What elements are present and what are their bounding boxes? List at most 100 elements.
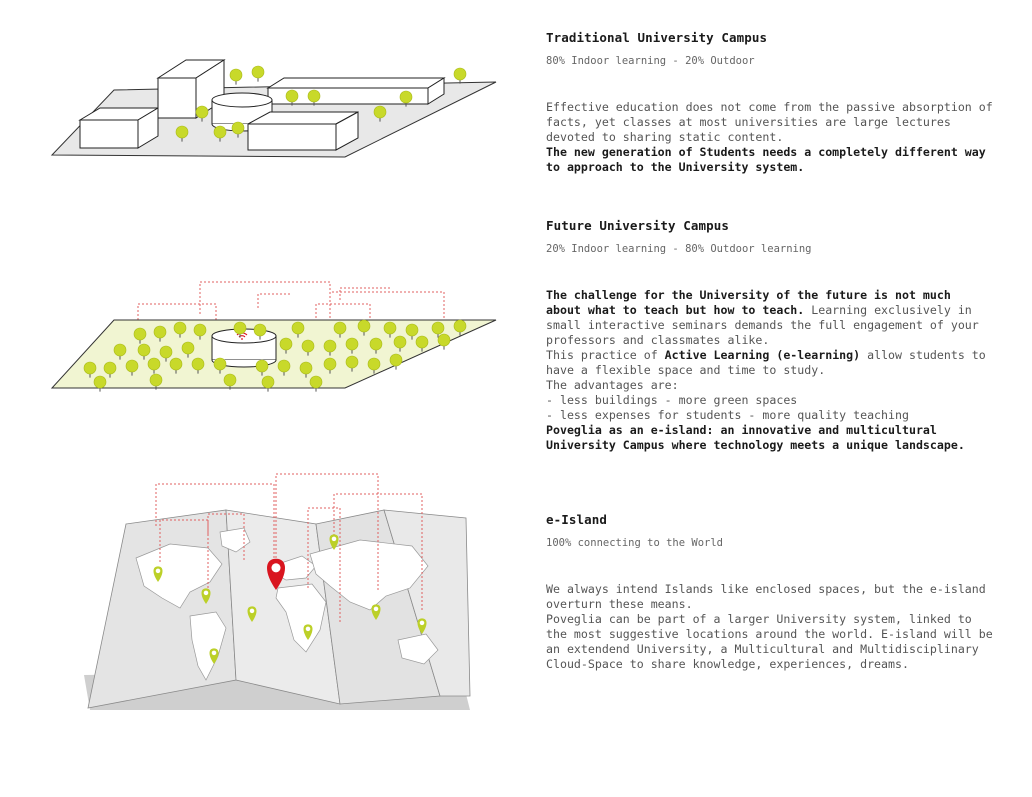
body-line: The advantages are:	[546, 378, 679, 392]
body-rest: Learning exclusively in	[804, 303, 972, 317]
tree-icon	[415, 335, 429, 352]
tree-icon	[291, 321, 305, 338]
tree-icon	[213, 125, 227, 142]
body-line-bold: The new generation of Students needs a c…	[546, 145, 986, 159]
map-pin-icon	[267, 558, 285, 590]
tree-group	[83, 319, 467, 392]
body-line: an extendend University, a Multicultural…	[546, 642, 979, 656]
body-rest: allow students to	[860, 348, 986, 362]
tree-icon	[181, 341, 195, 358]
tree-icon	[345, 355, 359, 372]
body-line: Poveglia can be part of a larger Univers…	[546, 612, 972, 626]
tree-icon	[357, 319, 371, 336]
pin-group	[153, 534, 427, 664]
tree-icon	[137, 343, 151, 360]
tree-icon	[399, 90, 413, 107]
map-pin-icon	[247, 606, 257, 622]
tree-icon	[383, 321, 397, 338]
tree-icon	[125, 359, 139, 376]
tree-icon	[261, 375, 275, 392]
body-line-bold: The challenge for the University of the …	[546, 288, 951, 302]
body-line: Cloud-Space to share knowledge, experien…	[546, 657, 909, 671]
tree-icon	[231, 121, 245, 138]
tree-icon	[309, 375, 323, 392]
tree-icon	[193, 323, 207, 340]
tree-icon	[83, 361, 97, 378]
body-line-bold: Poveglia as an e-island: an innovative a…	[546, 423, 937, 437]
body-pre: This practice of	[546, 348, 665, 362]
body-line-bold: University Campus where technology meets…	[546, 438, 965, 452]
tree-icon	[159, 345, 173, 362]
tree-icon	[345, 337, 359, 354]
tree-icon	[147, 357, 161, 374]
tree-icon	[173, 321, 187, 338]
tree-icon	[133, 327, 147, 344]
tree-icon	[149, 373, 163, 390]
australia	[397, 633, 439, 665]
body-line: about what to teach but how to teach. Le…	[546, 303, 1026, 318]
tree-icon	[373, 105, 387, 122]
section-island: e-Island 100% connecting to the World We…	[546, 512, 1026, 672]
tree-icon	[229, 68, 243, 85]
section-body: Effective education does not come from t…	[546, 100, 1026, 175]
network-lines	[137, 281, 445, 330]
tree-icon	[323, 339, 337, 356]
body-line: Effective education does not come from t…	[546, 100, 993, 114]
body-line: overturn these means.	[546, 597, 693, 611]
section-body: We always intend Islands like enclosed s…	[546, 582, 1026, 672]
tree-icon	[191, 357, 205, 374]
tree-icon	[405, 323, 419, 340]
folded-map	[87, 509, 471, 709]
tree-icon	[253, 323, 267, 340]
greenland	[219, 527, 251, 553]
tree-icon	[213, 357, 227, 374]
tree-icon	[113, 343, 127, 360]
tree-icon	[301, 339, 315, 356]
tree-icon	[251, 65, 265, 82]
tree-icon	[153, 325, 167, 342]
map-pin-icon	[329, 534, 339, 550]
south-america	[189, 611, 227, 681]
tree-icon	[431, 321, 445, 338]
body-bold-part: Active Learning (e-learning)	[664, 348, 861, 362]
tree-icon	[299, 361, 313, 378]
tree-icon	[195, 105, 209, 122]
tree-icon	[453, 319, 467, 336]
body-line: This practice of Active Learning (e-lear…	[546, 348, 1026, 363]
body-line: have a flexible space and time to study.	[546, 363, 826, 377]
tree-group	[175, 65, 467, 142]
tree-icon	[223, 373, 237, 390]
body-line: the most suggestive locations around the…	[546, 627, 993, 641]
section-subtitle: 20% Indoor learning - 80% Outdoor learni…	[546, 243, 812, 255]
section-subtitle: 100% connecting to the World	[546, 537, 724, 549]
body-line: - less expenses for students - more qual…	[546, 408, 909, 422]
section-traditional: Traditional University Campus 80% Indoor…	[546, 30, 1026, 175]
body-bold-part: about what to teach but how to teach.	[546, 303, 805, 317]
body-line: facts, yet classes at most universities …	[546, 115, 951, 129]
section-body: The challenge for the University of the …	[546, 288, 1026, 453]
tree-icon	[255, 359, 269, 376]
map-pin-icon	[417, 618, 427, 634]
body-line-bold: to approach to the University system.	[546, 160, 805, 174]
tree-icon	[103, 361, 117, 378]
tree-icon	[93, 375, 107, 392]
world-map-illustration	[84, 473, 471, 710]
map-pin-icon	[201, 588, 211, 604]
tree-icon	[389, 353, 403, 370]
traditional-campus-illustration	[50, 59, 497, 158]
tree-icon	[437, 333, 451, 350]
section-title: Future University Campus	[546, 218, 730, 233]
map-pin-icon	[209, 648, 219, 664]
tree-icon	[169, 357, 183, 374]
section-future: Future University Campus 20% Indoor lear…	[546, 218, 1026, 453]
building-right	[247, 111, 359, 151]
tree-icon	[323, 357, 337, 374]
body-line: professors and classmates alike.	[546, 333, 770, 347]
tree-icon	[307, 89, 321, 106]
connection-lines	[155, 473, 423, 622]
tree-icon	[279, 337, 293, 354]
tree-icon	[233, 321, 247, 338]
tree-icon	[277, 359, 291, 376]
map-pin-icon	[153, 566, 163, 582]
tree-icon	[333, 321, 347, 338]
